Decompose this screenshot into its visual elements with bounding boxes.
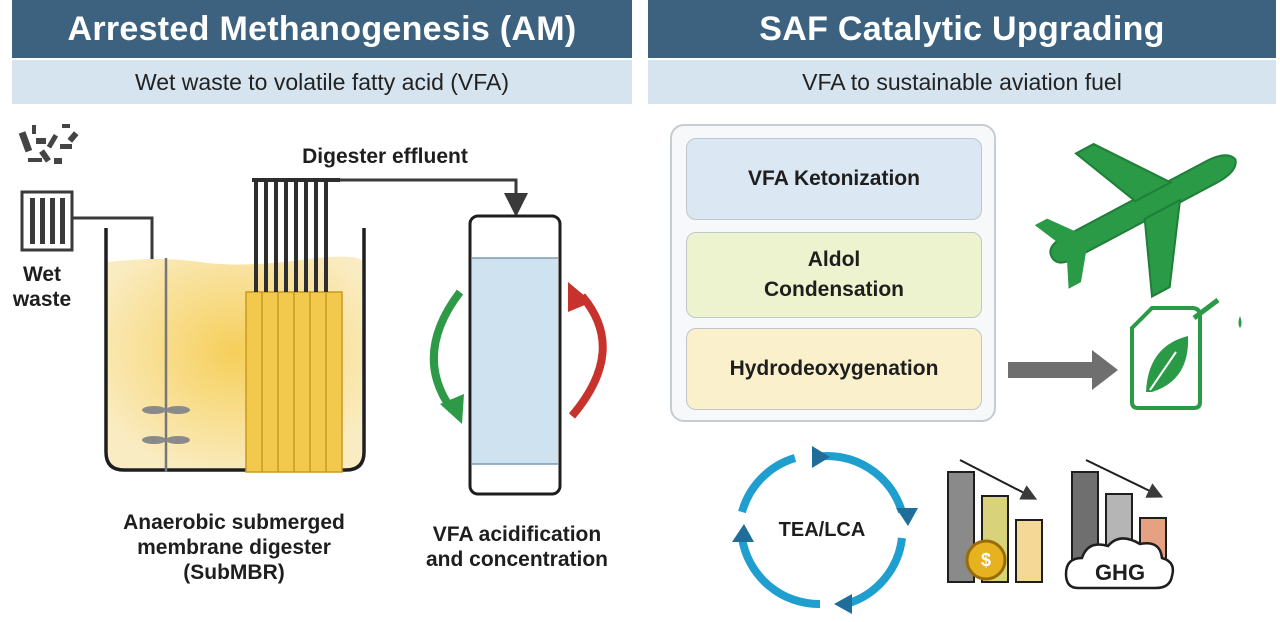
step-aldol-condensation: Aldol Condensation <box>686 232 982 318</box>
dollar-symbol: $ <box>980 550 991 570</box>
green-circulation-arrow <box>429 289 464 424</box>
tea-lca-cycle-icon <box>738 452 906 609</box>
step-vfa-ketonization: VFA Ketonization <box>686 138 982 220</box>
membrane-module <box>245 178 343 473</box>
cost-bar-chart-icon <box>947 459 1043 583</box>
right-panel-title: SAF Catalytic Upgrading <box>648 0 1276 58</box>
acidification-column <box>468 214 562 496</box>
digester-label: Anaerobic submerged membrane digester (S… <box>123 511 345 584</box>
ghg-bar-chart-icon <box>1064 459 1175 590</box>
right-panel-subtitle: VFA to sustainable aviation fuel <box>648 60 1276 104</box>
column-label: VFA acidification and concentration <box>425 523 609 571</box>
tea-lca-label: TEA/LCA <box>778 519 866 541</box>
left-panel-title: Arrested Methanogenesis (AM) <box>12 0 632 58</box>
tea-lca-cycle-arrowheads <box>732 446 918 614</box>
wet-waste-icon <box>18 124 79 252</box>
ghg-label: GHG <box>1094 560 1146 585</box>
left-panel-subtitle: Wet waste to volatile fatty acid (VFA) <box>12 60 632 104</box>
process-output-arrow <box>1008 350 1118 390</box>
digester-effluent-label: Digester effluent <box>302 145 468 168</box>
step-hydrodeoxygenation: Hydrodeoxygenation <box>686 328 982 410</box>
effluent-pipe <box>340 178 528 217</box>
airplane-icon <box>1034 142 1237 299</box>
fuel-can-icon <box>1130 298 1242 410</box>
wet-waste-label: Wet waste <box>12 263 72 311</box>
red-circulation-arrow <box>568 282 607 419</box>
